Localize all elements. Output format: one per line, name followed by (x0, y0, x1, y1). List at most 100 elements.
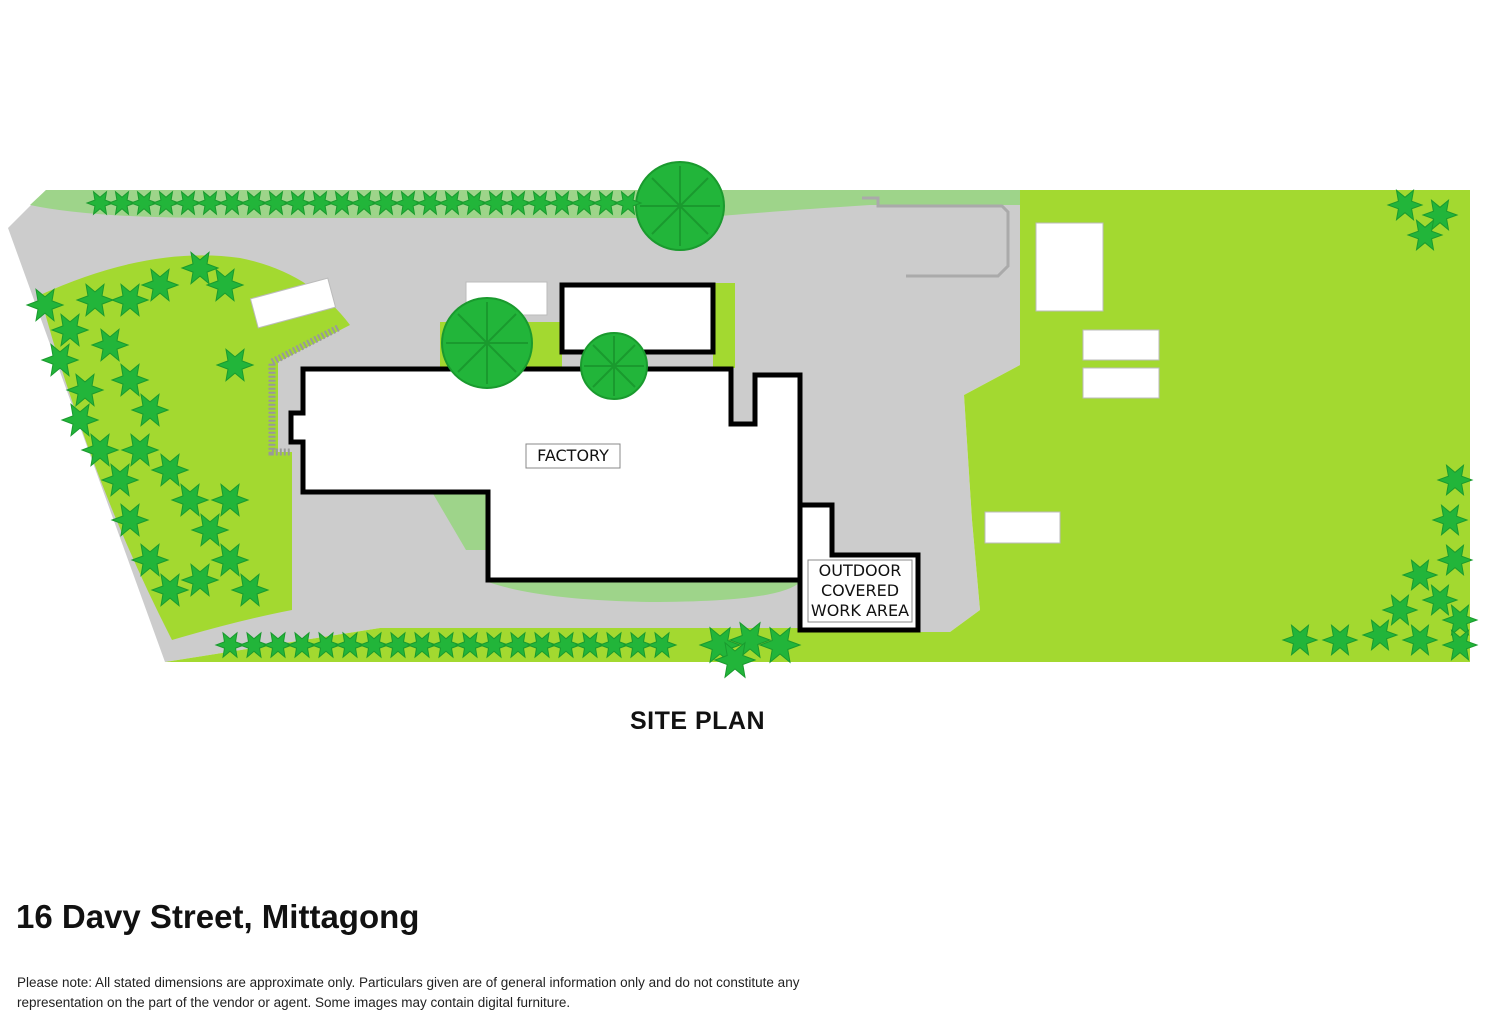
disclaimer-text: Please note: All stated dimensions are a… (17, 975, 800, 1010)
shrub-icon (1441, 629, 1479, 661)
shrub-icon (406, 631, 438, 659)
shrub-icon (1436, 464, 1474, 496)
shrub-icon (1406, 219, 1444, 251)
shrub-icon (526, 631, 558, 659)
shrub-icon (190, 513, 230, 547)
shrub-icon (1381, 594, 1419, 626)
shrub-icon (1421, 584, 1459, 616)
site-plan-drawing: FACTORY OUTDOOR COVERED WORK AREA (8, 161, 1479, 679)
shrub-icon (598, 631, 630, 659)
slab-right-3 (1082, 367, 1160, 399)
shrub-icon (310, 631, 342, 659)
shrub-icon (170, 483, 210, 517)
shrub-icon (40, 343, 80, 377)
shrub-icon (1441, 604, 1479, 636)
shrub-icon (1361, 619, 1399, 651)
shrub-icon (129, 190, 159, 216)
shrub-icon (437, 190, 467, 216)
shrub-icon (205, 268, 245, 302)
shrub-icon (110, 503, 150, 537)
shrub-icon (758, 626, 802, 664)
slab-right-1 (1035, 222, 1104, 312)
shrub-icon (1386, 189, 1424, 221)
shrub-icon (286, 631, 318, 659)
shrub-icon (239, 190, 269, 216)
shrub-icon (547, 190, 577, 216)
factory-label: FACTORY (537, 446, 609, 465)
shrub-icon (1401, 559, 1439, 591)
shrub-icon (215, 348, 255, 382)
factory-building (288, 366, 803, 583)
shrub-icon (120, 433, 160, 467)
shrub-icon (1436, 544, 1474, 576)
shrub-icon (195, 190, 225, 216)
shrub-icon (130, 393, 170, 427)
shrub-icon (481, 190, 511, 216)
shrub-icon (327, 190, 357, 216)
shrub-icon (525, 190, 555, 216)
shrub-icon (214, 631, 246, 659)
shrub-icon (230, 573, 270, 607)
shrub-icon (349, 190, 379, 216)
outdoor-label-line-1: OUTDOOR (819, 561, 902, 580)
outdoor-label-line-3: WORK AREA (811, 601, 909, 620)
shrub-icon (454, 631, 486, 659)
shrub-icon (25, 288, 65, 322)
factory-label-box (525, 443, 621, 469)
shrub-icon (1401, 624, 1439, 656)
garden-edging (268, 324, 340, 456)
shrub-icon (358, 631, 390, 659)
pale-lawn-arc (488, 582, 800, 602)
right-lawn (800, 190, 1470, 662)
shrub-icon (262, 631, 294, 659)
shrub-icon (622, 631, 654, 659)
pale-lawn-patch (432, 492, 488, 550)
shrub-icon (459, 190, 489, 216)
shrub-icon (110, 363, 150, 397)
slab-right-4 (984, 511, 1061, 544)
tree-icon (635, 161, 725, 251)
shrub-icon (478, 631, 510, 659)
shrub-icon (75, 283, 115, 317)
shrub-icon (180, 251, 220, 285)
shrub-icon (107, 190, 137, 216)
shrub-icon (334, 631, 366, 659)
shrub-icon (415, 190, 445, 216)
outdoor-label-line-2: COVERED (821, 581, 899, 600)
shrub-icon (393, 190, 423, 216)
tree-icon (441, 297, 533, 389)
shrub-icon (65, 373, 105, 407)
shrub-icon (210, 543, 250, 577)
shrub-icon (646, 631, 678, 659)
shrub-icon (217, 190, 247, 216)
property-address: 16 Davy Street, Mittagong (16, 898, 420, 935)
side-garden-strip (713, 283, 735, 368)
shrub-icon (550, 631, 582, 659)
shrub-icon (430, 631, 462, 659)
shrub-plantings (25, 189, 1479, 679)
outdoor-label-box (807, 559, 913, 623)
shrub-icon (80, 433, 120, 467)
shrub-icon (1431, 504, 1469, 536)
shrub-icon (728, 621, 772, 659)
shrub-icon (382, 631, 414, 659)
tree-icon (580, 332, 648, 400)
shrub-icon (100, 463, 140, 497)
driveway-curb (862, 196, 1010, 278)
shrub-icon (371, 190, 401, 216)
shrub-icon (210, 483, 250, 517)
site-plan-title: SITE PLAN (629, 707, 766, 735)
shrub-icon (591, 190, 621, 216)
shrub-icon (150, 573, 190, 607)
shrub-icon (713, 641, 757, 679)
shrub-icon (503, 190, 533, 216)
shrub-icon (238, 631, 270, 659)
shrub-icon (180, 563, 220, 597)
shrub-icon (150, 453, 190, 487)
shrub-icon (173, 190, 203, 216)
shrub-icon (85, 190, 115, 216)
shrub-icon (130, 543, 170, 577)
shrub-icon (305, 190, 335, 216)
shrub-icon (60, 403, 100, 437)
shrub-icon (1281, 624, 1319, 656)
